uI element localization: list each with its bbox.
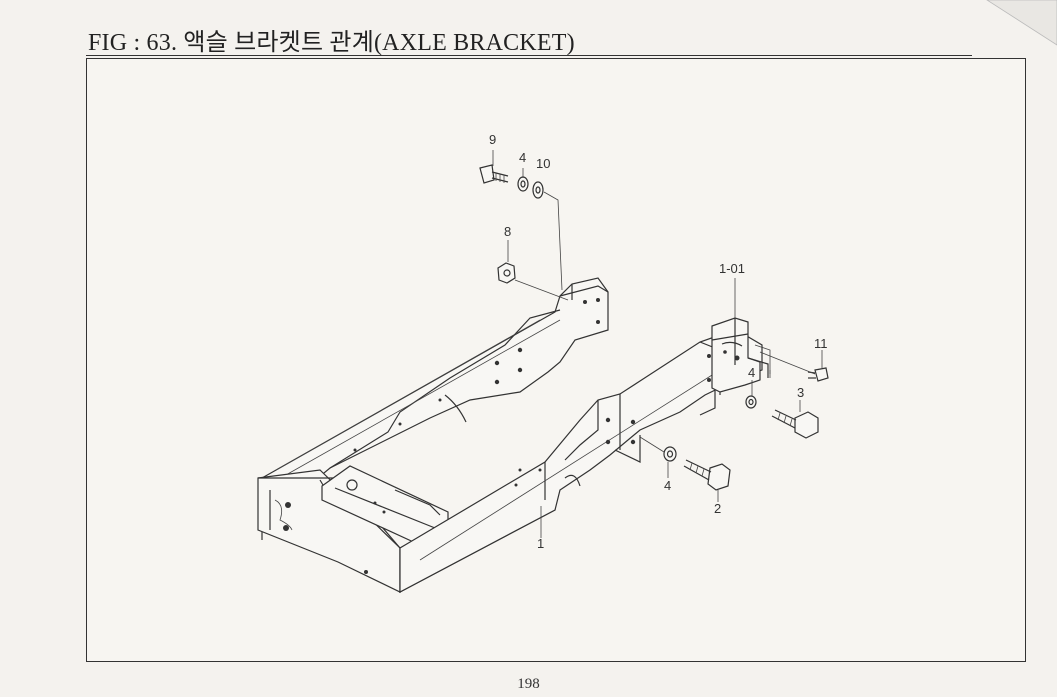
washer-4-right [745, 395, 757, 409]
callout-3: 3 [797, 385, 804, 400]
callout-4-right: 4 [748, 365, 755, 380]
bolt-11 [807, 367, 829, 382]
bolt-2 [683, 459, 731, 491]
callout-9: 9 [489, 132, 496, 147]
leader-lines [492, 150, 823, 538]
callout-4-top: 4 [519, 150, 526, 165]
callout-1: 1 [537, 536, 544, 551]
nut-8 [497, 262, 516, 284]
washer-4-lower [663, 446, 677, 462]
callout-2: 2 [714, 501, 721, 516]
callout-1-01: 1-01 [719, 261, 745, 276]
axle-bracket-1-01 [711, 317, 769, 393]
bolt-3 [771, 409, 819, 439]
bolt-9 [479, 164, 509, 184]
title-rule [86, 55, 972, 56]
callout-10: 10 [536, 156, 550, 171]
callout-4-lower: 4 [664, 478, 671, 493]
callout-8: 8 [504, 224, 511, 239]
figure-title: FIG : 63. 액슬 브라켓트 관계(AXLE BRACKET) [88, 30, 575, 56]
callout-11: 11 [814, 336, 828, 351]
washer-4-top [517, 176, 529, 192]
washer-10 [532, 181, 544, 199]
page-corner-fold [986, 0, 1057, 46]
page-number: 198 [517, 676, 540, 692]
